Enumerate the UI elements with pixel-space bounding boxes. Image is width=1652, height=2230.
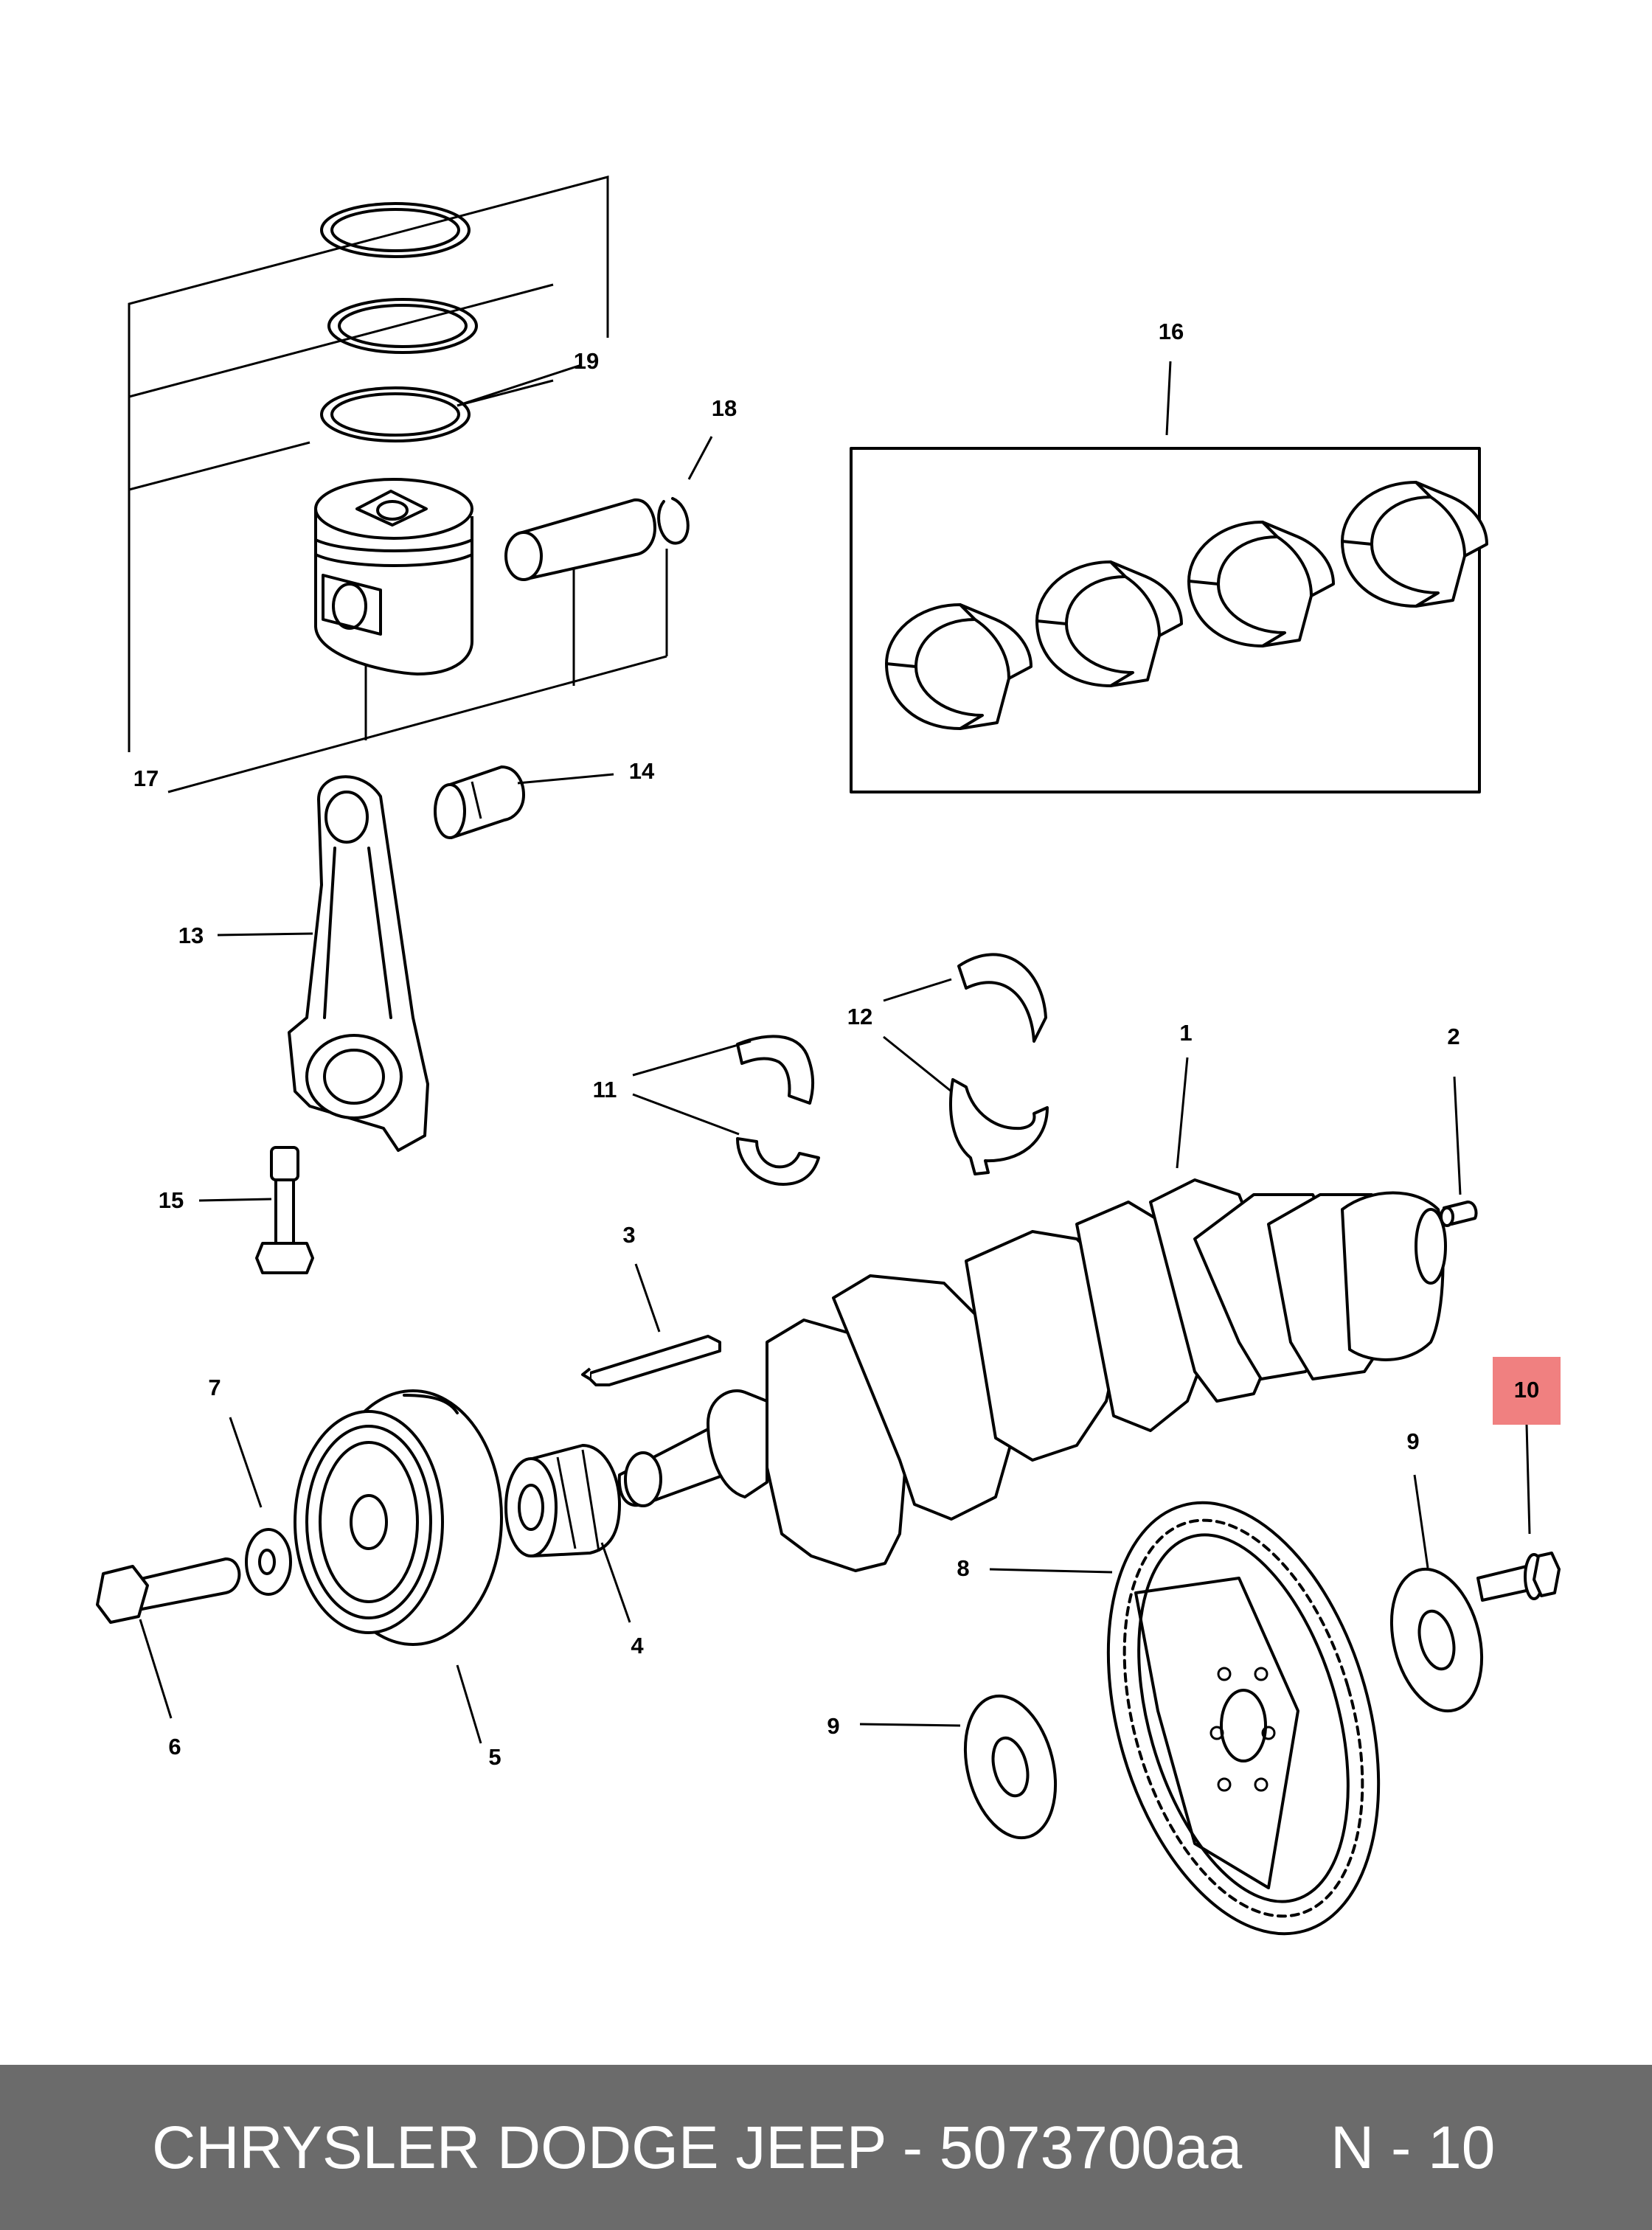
callout-2: 2 — [1447, 1024, 1460, 1049]
callout-1: 1 — [1179, 1020, 1192, 1046]
callout-9-right: 9 — [1406, 1428, 1419, 1454]
callout-9-left: 9 — [827, 1713, 839, 1739]
crankshaft — [617, 1178, 1447, 1572]
crank-gear — [504, 1444, 621, 1557]
parts-diagram: 1 2 3 4 5 6 7 8 9 9 10 11 12 13 14 15 16… — [96, 176, 1561, 1936]
callout-8: 8 — [957, 1555, 969, 1581]
bracket-lines — [128, 176, 668, 793]
connecting-rod — [288, 775, 429, 1152]
thrust-washers — [949, 953, 1049, 1175]
crank-key — [581, 1335, 721, 1386]
callout-10: 10 — [1514, 1377, 1539, 1403]
damper-washer — [245, 1528, 292, 1596]
callout-14: 14 — [629, 758, 655, 784]
snap-ring — [657, 497, 690, 545]
callout-3: 3 — [622, 1222, 635, 1248]
callout-15: 15 — [159, 1187, 184, 1213]
vibration-damper — [294, 1389, 503, 1646]
callout-7: 7 — [208, 1375, 221, 1400]
piston-ring-set — [320, 202, 478, 442]
flexplate-spacers — [963, 1567, 1484, 1840]
callout-11: 11 — [593, 1077, 617, 1102]
footer-bar: CHRYSLER DODGE JEEP - 5073700aa N - 10 — [0, 2065, 1652, 2230]
piston-pin — [504, 498, 656, 581]
part-number-text: CHRYSLER DODGE JEEP - 5073700aa — [152, 2114, 1243, 2181]
callout-16: 16 — [1159, 319, 1184, 344]
dowel-pin — [1440, 1201, 1478, 1227]
damper-bolt — [96, 1557, 241, 1624]
callout-5: 5 — [488, 1744, 501, 1770]
callout-19: 19 — [574, 348, 599, 374]
highlight-box — [1493, 1357, 1561, 1425]
bearing-set-box — [850, 447, 1481, 793]
callout-12: 12 — [847, 1004, 872, 1029]
callout-labels: 1 2 3 4 5 6 7 8 9 9 10 11 12 13 14 15 16… — [133, 319, 1539, 1770]
main-bearing-shells — [885, 481, 1488, 730]
callout-18: 18 — [712, 395, 737, 421]
callout-17: 17 — [133, 765, 159, 791]
callout-13: 13 — [178, 923, 204, 948]
piston — [314, 478, 473, 675]
leader-lines — [139, 361, 1531, 1744]
flexplate-bolt — [1476, 1552, 1561, 1602]
page-reference: N - 10 — [1330, 2114, 1496, 2181]
rod-bolt — [255, 1146, 314, 1274]
callout-4: 4 — [631, 1633, 644, 1658]
flexplate — [1106, 1501, 1381, 1936]
callout-6: 6 — [168, 1734, 181, 1760]
rod-bushing — [434, 765, 525, 839]
rod-bearing-shells — [736, 1035, 820, 1186]
